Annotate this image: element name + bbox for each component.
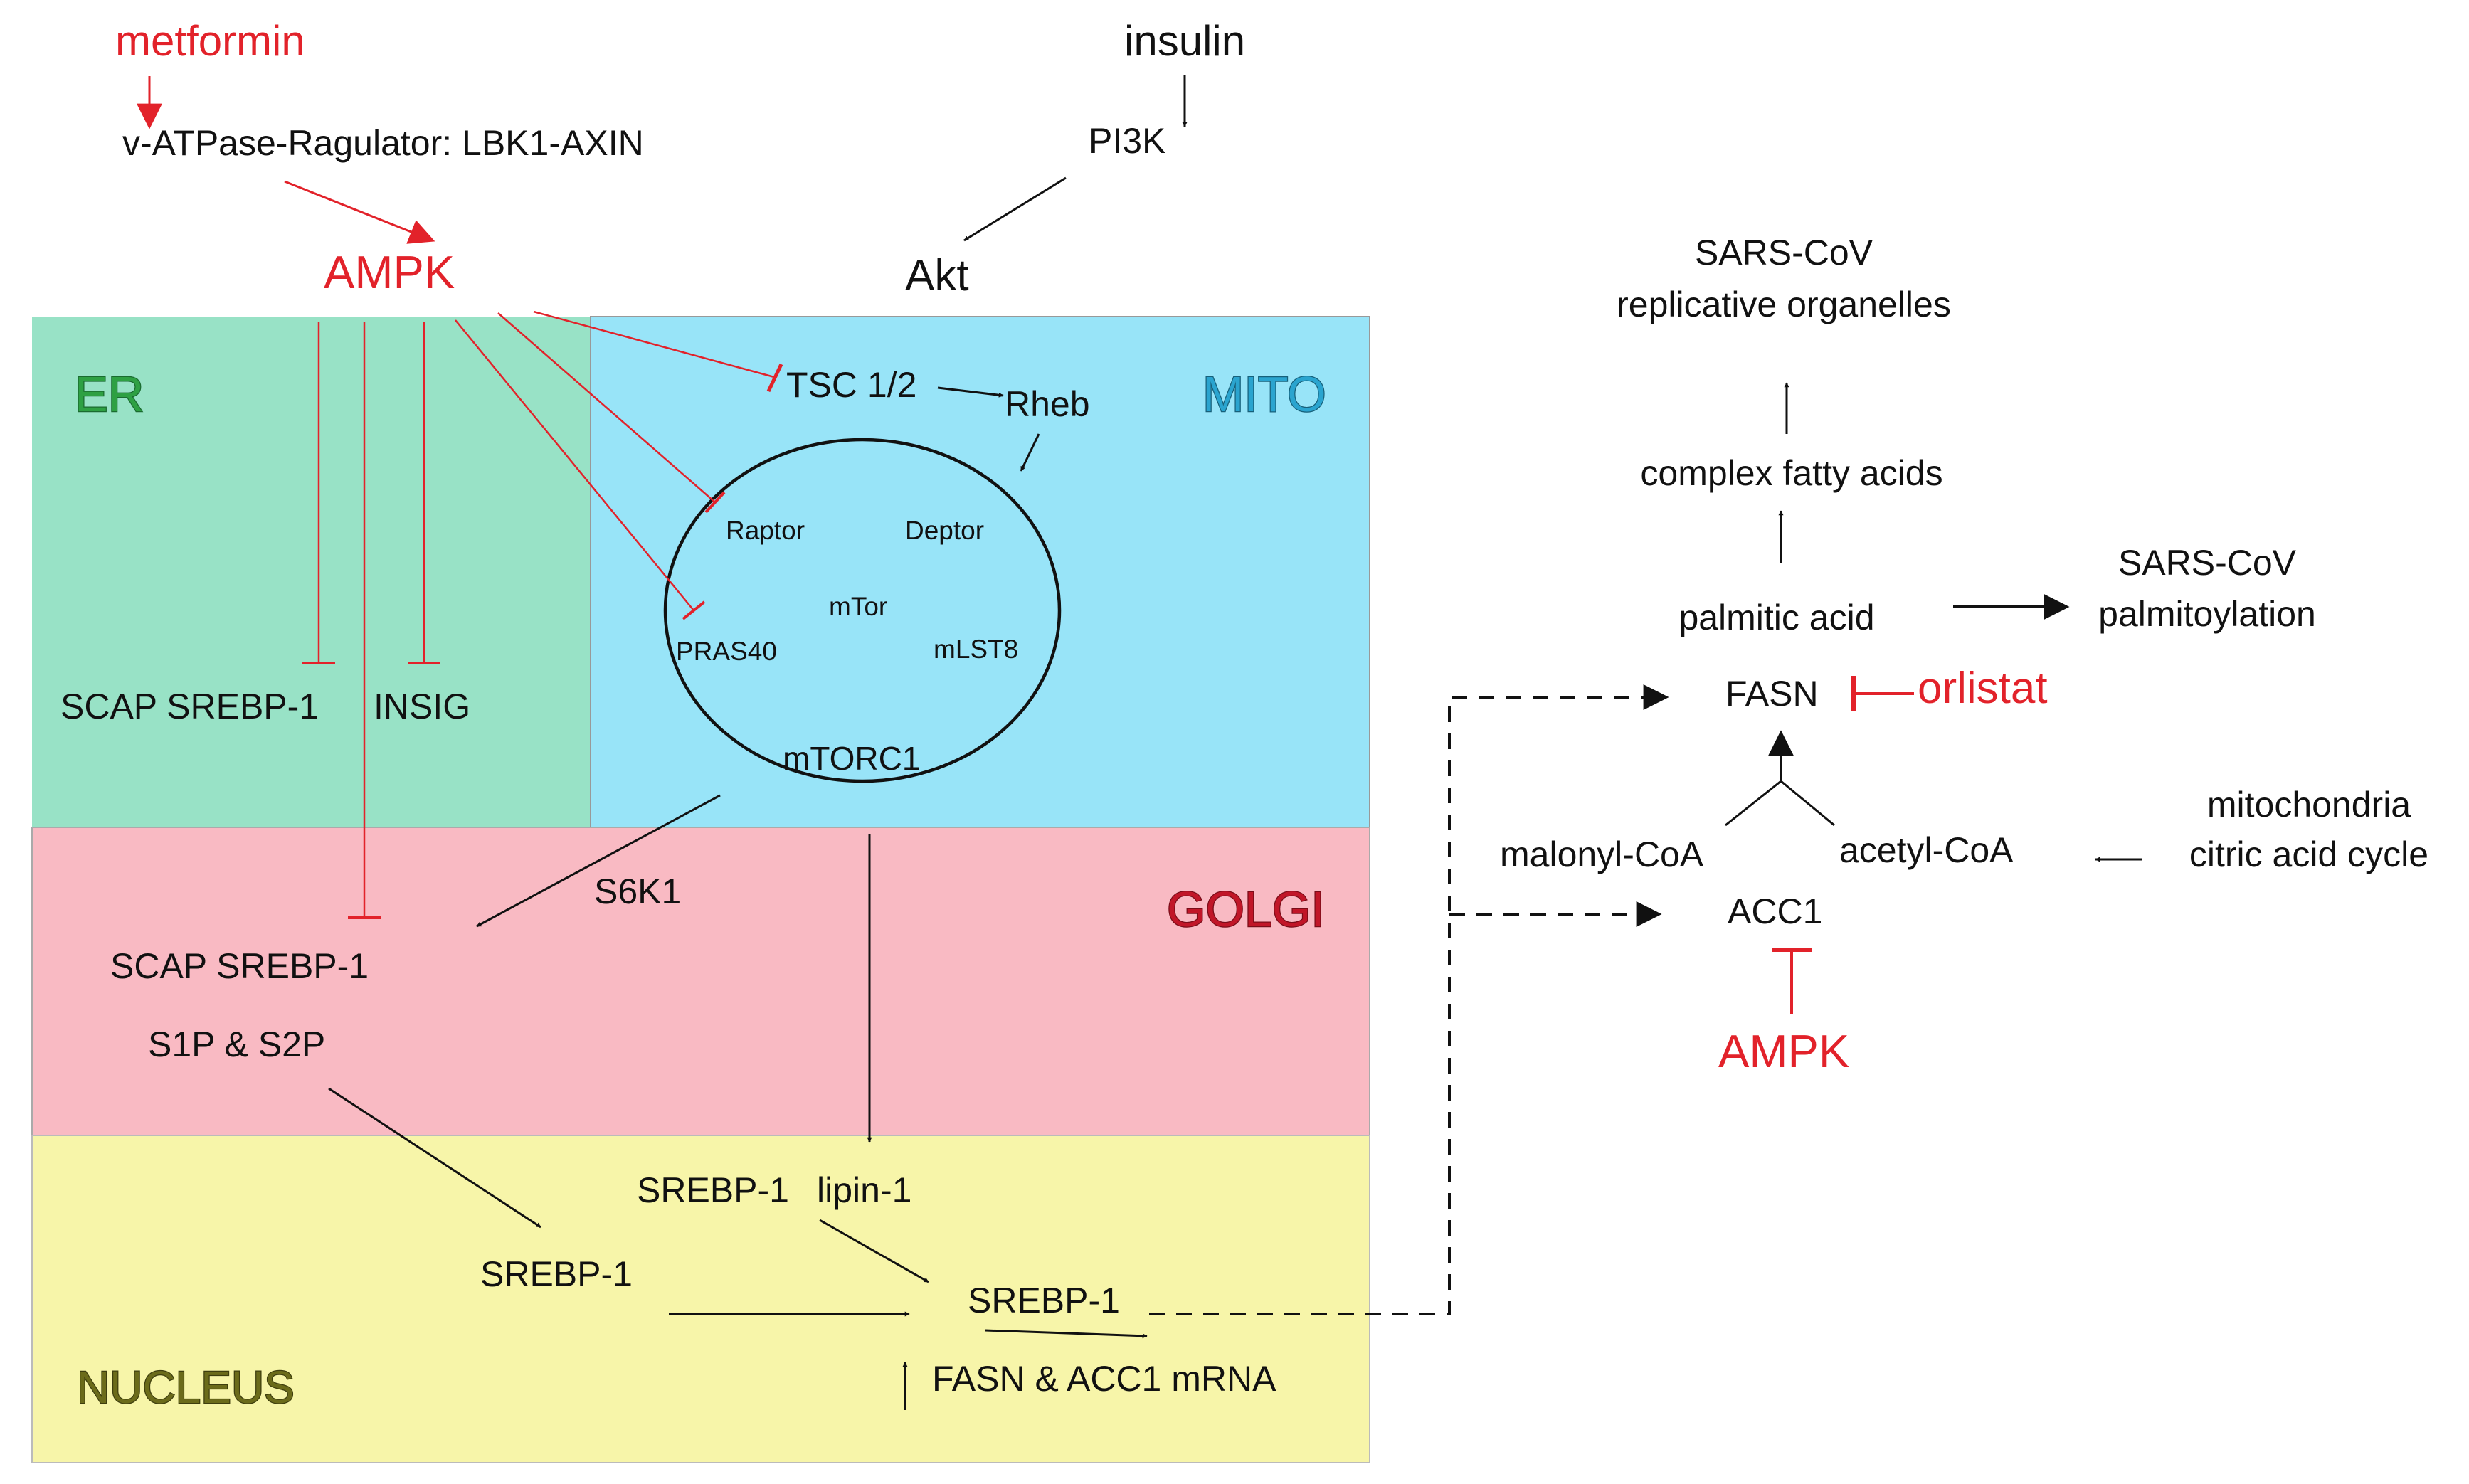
ampk-inhibits-raptor-bar xyxy=(704,491,726,514)
scap-srebp1-er-label: SCAP SREBP-1 xyxy=(60,687,319,726)
rheb-label: Rheb xyxy=(1005,384,1090,424)
er-label: ER xyxy=(75,366,144,422)
insulin-label: insulin xyxy=(1124,17,1245,65)
vatpase-to-ampk-arrow xyxy=(284,180,435,244)
mtorc1-label: mTORC1 xyxy=(783,740,920,777)
dashed-connectors xyxy=(1149,684,1669,1315)
fasn-acc1-mrna-label: FASN & ACC1 mRNA xyxy=(932,1359,1276,1399)
metformin-label: metformin xyxy=(115,17,305,65)
activation-arrows xyxy=(328,75,2142,1410)
tsc-to-rheb-arrow xyxy=(937,386,1004,398)
fasn-label: FASN xyxy=(1725,674,1819,714)
compartments xyxy=(31,316,1370,1463)
ampk-bottom-label: AMPK xyxy=(1718,1025,1849,1077)
insig-label: INSIG xyxy=(374,687,470,726)
node-labels: metformin v-ATPase-Ragulator: LBK1-AXIN … xyxy=(60,17,2428,1399)
srebp1-to-fasn-dashed xyxy=(1149,684,1669,1315)
s1p-s2p-label: S1P & S2P xyxy=(148,1024,325,1064)
sars-palmitoylation-line2: palmitoylation xyxy=(2098,594,2316,634)
scap-srebp1-golgi-label: SCAP SREBP-1 xyxy=(110,946,369,986)
ampk-inhibits-tsc-bar xyxy=(766,363,783,393)
red-activation-arrows xyxy=(137,76,435,244)
red-inhibition-edges xyxy=(302,310,1914,1014)
fork-connector xyxy=(1725,780,1835,827)
srebp1-to-mrna-arrow xyxy=(985,1329,1148,1339)
orlistat-label: orlistat xyxy=(1918,664,2048,713)
srebp1-lipin-label: SREBP-1 xyxy=(637,1170,789,1210)
tsc-label: TSC 1/2 xyxy=(786,365,916,405)
v-atpase-label: v-ATPase-Ragulator: LBK1-AXIN xyxy=(122,123,644,163)
palmitic-acid-label: palmitic acid xyxy=(1678,598,1874,637)
rheb-to-mtorc1-arrow xyxy=(1020,433,1040,472)
ampk-inhibits-pras40-bar xyxy=(682,600,706,620)
mlst8-label: mLST8 xyxy=(934,635,1018,664)
sars-organelles-line1: SARS-CoV xyxy=(1695,233,1873,272)
deptor-label: Deptor xyxy=(905,516,984,545)
ampk-inhibits-tsc xyxy=(533,310,775,378)
sars-organelles-line2: replicative organelles xyxy=(1617,285,1951,324)
akt-label: Akt xyxy=(905,251,969,300)
mito-label: MITO xyxy=(1202,366,1326,422)
ampk-inhibits-raptor xyxy=(497,312,716,503)
acc1-label: ACC1 xyxy=(1728,891,1822,931)
pi3k-label: PI3K xyxy=(1089,121,1165,161)
srebp1-left-label: SREBP-1 xyxy=(480,1254,633,1294)
pi3k-to-akt-arrow xyxy=(963,176,1067,242)
s1p-to-nuclear-srebp1-arrow xyxy=(328,1087,541,1229)
mitochondria-line2: citric acid cycle xyxy=(2189,834,2428,874)
sars-palmitoylation-line1: SARS-CoV xyxy=(2118,543,2297,583)
golgi-label: GOLGI xyxy=(1167,881,1325,937)
acetyl-coa-label: acetyl-CoA xyxy=(1839,830,2014,870)
nucleus-label: NUCLEUS xyxy=(77,1362,295,1413)
mitochondria-line1: mitochondria xyxy=(2207,785,2411,825)
pras40-label: PRAS40 xyxy=(676,637,777,666)
ampk-top-label: AMPK xyxy=(324,246,455,298)
raptor-label: Raptor xyxy=(726,516,805,545)
lipin1-label: lipin-1 xyxy=(817,1170,911,1210)
nucleus-compartment xyxy=(31,1135,1370,1463)
ampk-inhibits-pras40 xyxy=(455,319,694,611)
lipin1-to-srebp1-arrow xyxy=(819,1219,929,1283)
mtor-label: mTor xyxy=(829,592,887,621)
er-compartment xyxy=(32,317,592,829)
malonyl-coa-label: malonyl-CoA xyxy=(1500,834,1704,874)
mtorc1-complex-circle xyxy=(663,438,1062,783)
mito-compartment xyxy=(590,316,1370,830)
golgi-compartment xyxy=(31,827,1370,1136)
mtorc1-to-scap-golgi-arrow xyxy=(476,794,721,928)
s6k1-label: S6K1 xyxy=(594,871,681,911)
srebp1-right-label: SREBP-1 xyxy=(968,1281,1120,1320)
complex-fatty-acids-label: complex fatty acids xyxy=(1640,453,1942,493)
